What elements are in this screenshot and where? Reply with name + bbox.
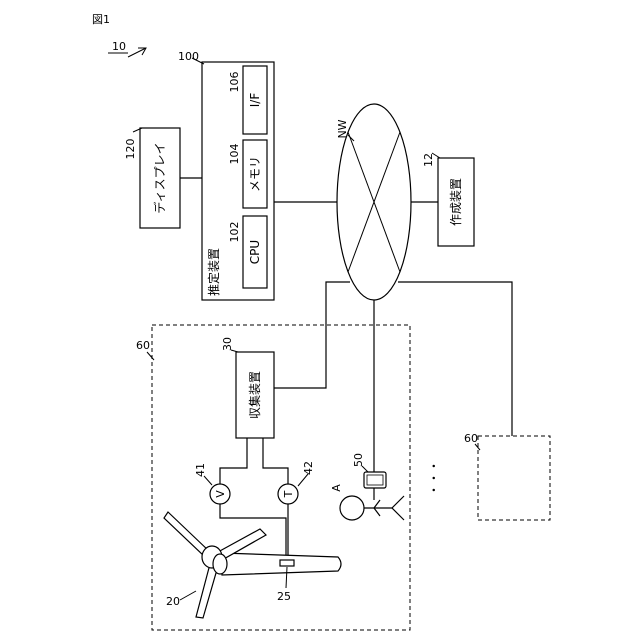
network-to-other-farm-line: [398, 282, 512, 436]
cpu-label: CPU: [248, 240, 262, 264]
temperature-sensor-ref: 42: [302, 461, 315, 475]
operator-ref: A: [330, 484, 343, 492]
figure-label: 図1: [92, 13, 110, 26]
terminal-ref: 50: [352, 453, 365, 467]
wind-turbine-leader: [180, 591, 196, 600]
nacelle-part-ref: 25: [277, 590, 291, 603]
voltage-sensor-symbol: V: [214, 490, 227, 498]
display-label: ディスプレイ: [152, 142, 167, 213]
voltage-sensor-ref: 41: [194, 463, 207, 477]
creation-device-ref: 12: [422, 153, 435, 167]
turbine-nacelle-back: [213, 554, 227, 574]
interface-label: I/F: [248, 93, 262, 108]
voltage-sensor-leader: [204, 476, 212, 485]
terminal-leader: [362, 466, 368, 472]
cpu-ref: 102: [228, 222, 241, 243]
collector-to-voltage-line: [220, 438, 247, 484]
other-wind-farm-ref: 60: [464, 432, 478, 445]
operator-head: [340, 496, 364, 520]
network-label: NW: [336, 119, 349, 138]
memory-label: メモリ: [248, 156, 262, 192]
nacelle-part: [280, 560, 294, 566]
operator-legs: [392, 496, 404, 520]
estimation-device-ref: 100: [178, 50, 199, 63]
system-ref: 10: [112, 40, 126, 53]
wind-farm-leader: [147, 352, 154, 360]
display-leader: [133, 128, 142, 132]
memory-ref: 104: [228, 144, 241, 165]
turbine-blade-3: [196, 564, 218, 618]
wind-farm-ref: 60: [136, 339, 150, 352]
wind-turbine-ref: 20: [166, 595, 180, 608]
network-to-collector-line: [274, 282, 350, 388]
collector-to-temperature-line: [263, 438, 288, 484]
other-wind-farm-boundary: [478, 436, 550, 520]
collection-device-ref: 30: [221, 337, 234, 351]
turbine-blade-1: [164, 512, 210, 555]
temperature-sensor-symbol: T: [282, 490, 295, 498]
interface-ref: 106: [228, 72, 241, 93]
display-ref: 120: [124, 139, 137, 160]
ellipsis: ・・・: [427, 460, 441, 496]
collection-device-label: 収集装置: [247, 371, 262, 419]
creation-device-label: 作成装置: [449, 178, 463, 226]
estimation-device-label: 推定装置: [206, 248, 221, 296]
